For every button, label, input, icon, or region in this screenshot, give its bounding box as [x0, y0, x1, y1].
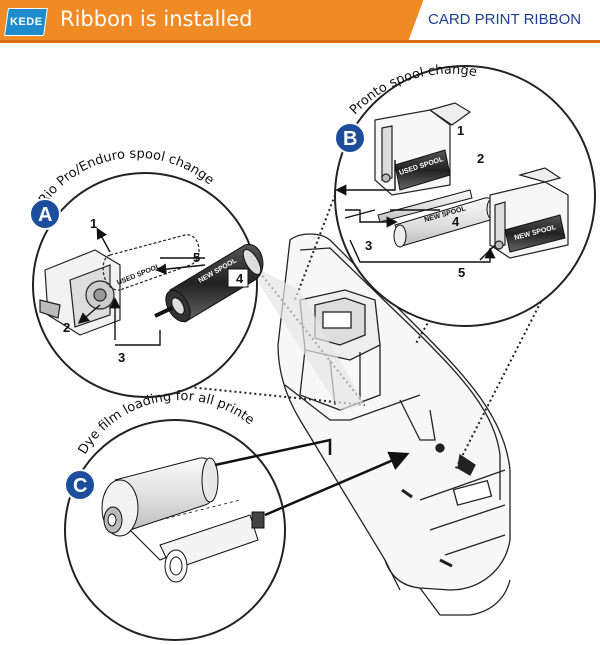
category-tag-label: CARD PRINT RIBBON — [428, 11, 582, 28]
badge-a — [29, 198, 61, 230]
a-step-1: 1 — [90, 216, 97, 231]
light-cone-a — [245, 262, 365, 410]
badge-c — [64, 469, 96, 501]
header-divider — [0, 40, 600, 43]
inset-b: USED SPOOL NEW SPOOL NEW SPOOL 1 2 3 4 — [334, 63, 596, 327]
a-new-spool — [154, 244, 264, 323]
b-step-5: 5 — [458, 265, 465, 280]
a-step-4: 4 — [236, 271, 244, 286]
a-step-2: 2 — [63, 320, 70, 335]
a-step-3: 3 — [118, 350, 125, 365]
badge-b — [334, 122, 366, 154]
printer-body — [277, 233, 511, 616]
inset-a: USED SPOOL NEW SPOOL 1 2 3 4 5 Rio Pro/E… — [29, 147, 264, 398]
header-bar: KEDE Ribbon is installed CARD PRINT RIBB… — [0, 0, 600, 42]
b-step-2: 2 — [477, 151, 484, 166]
category-tag — [408, 0, 600, 42]
a-step-5: 5 — [193, 250, 200, 265]
page-title: Ribbon is installed — [60, 7, 253, 31]
b-step-3: 3 — [365, 238, 372, 253]
b-step-4: 4 — [452, 214, 460, 229]
badge-c-label: C — [73, 475, 87, 497]
badge-a-label: A — [38, 204, 52, 226]
badge-b-label: B — [343, 128, 357, 150]
b-step-1: 1 — [457, 123, 464, 138]
